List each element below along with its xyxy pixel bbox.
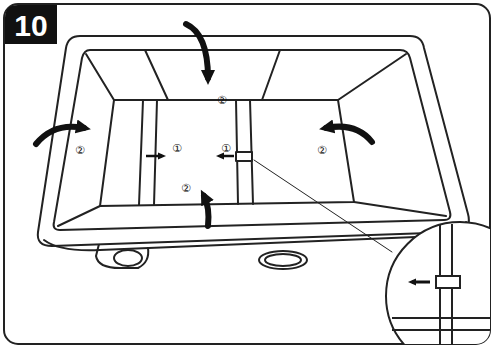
callout-number: ② [317, 145, 327, 156]
callout-number: ② [217, 95, 227, 106]
callout-number: ① [172, 143, 182, 154]
callout-number: ① [221, 143, 231, 154]
step-number: 10 [14, 11, 47, 41]
callout-number: ② [181, 183, 191, 194]
callout-number: ② [75, 145, 85, 156]
